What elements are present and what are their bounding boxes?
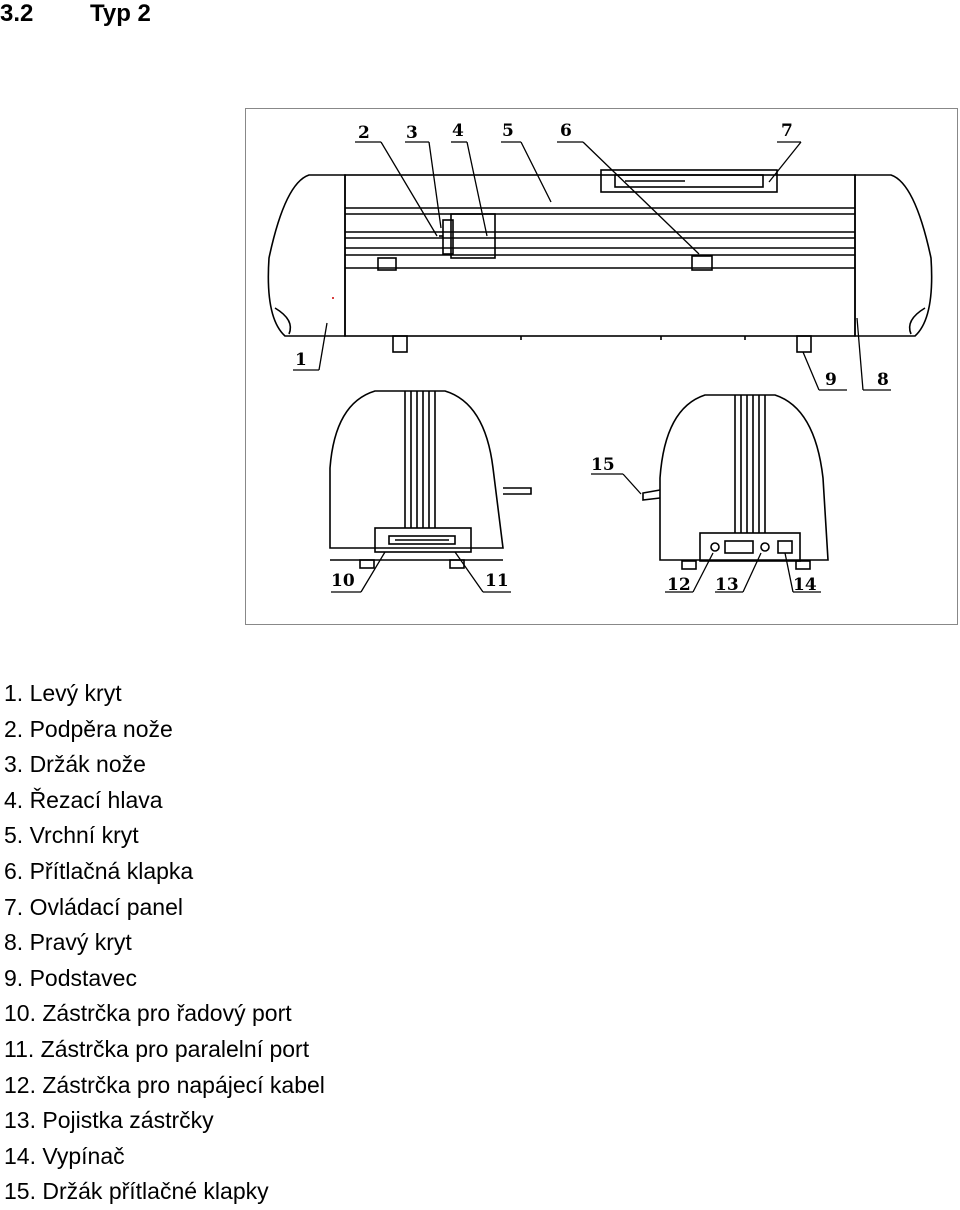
callout-6: 6 <box>560 121 572 141</box>
parts-list: 1. Levý kryt 2. Podpěra nože 3. Držák no… <box>4 676 325 1210</box>
callout-7: 7 <box>781 121 793 141</box>
callout-11: 11 <box>485 571 509 591</box>
leader-lines <box>293 141 891 593</box>
parts-list-item: 8. Pravý kryt <box>4 929 132 956</box>
callout-13: 13 <box>715 575 739 595</box>
parts-list-item: 2. Podpěra nože <box>4 715 173 742</box>
side-view-left <box>329 390 532 569</box>
callout-9: 9 <box>825 370 837 390</box>
parts-list-item: 15. Držák přítlačné klapky <box>4 1178 269 1205</box>
parts-list-item: 11. Zástrčka pro paralelní port <box>4 1035 310 1062</box>
parts-list-item: 9. Podstavec <box>4 964 137 991</box>
callout-1: 1 <box>295 350 307 370</box>
side-view-right <box>642 394 829 570</box>
parts-list-item: 3. Držák nože <box>4 751 146 778</box>
callout-3: 3 <box>406 123 418 143</box>
parts-list-item: 13. Pojistka zástrčky <box>4 1107 214 1134</box>
callout-5: 5 <box>502 121 514 141</box>
section-title: Typ 2 <box>90 0 151 27</box>
front-view <box>267 169 933 353</box>
callout-4: 4 <box>452 121 464 141</box>
parts-list-item: 4. Řezací hlava <box>4 786 163 813</box>
plotter-diagram: 1 2 3 4 5 6 7 8 9 10 11 12 13 14 15 <box>245 108 958 625</box>
parts-list-item: 7. Ovládací panel <box>4 893 184 920</box>
callout-15: 15 <box>591 455 615 475</box>
parts-list-item: 1. Levý kryt <box>4 680 122 706</box>
parts-list-item: 12. Zástrčka pro napájecí kabel <box>4 1071 325 1098</box>
section-heading: 3.2 Typ 2 <box>0 0 151 28</box>
callout-10: 10 <box>331 571 355 591</box>
callout-8: 8 <box>877 370 889 390</box>
callout-labels: 1 2 3 4 5 6 7 8 9 10 11 12 13 14 15 <box>295 121 889 595</box>
callout-14: 14 <box>793 575 817 595</box>
parts-list-item: 6. Přítlačná klapka <box>4 857 194 884</box>
parts-list-item: 14. Vypínač <box>4 1142 125 1169</box>
parts-list-item: 10. Zástrčka pro řadový port <box>4 1000 292 1027</box>
section-number: 3.2 <box>0 0 34 27</box>
parts-list-item: 5. Vrchní kryt <box>4 822 139 849</box>
callout-2: 2 <box>358 123 370 143</box>
callout-12: 12 <box>667 575 691 595</box>
